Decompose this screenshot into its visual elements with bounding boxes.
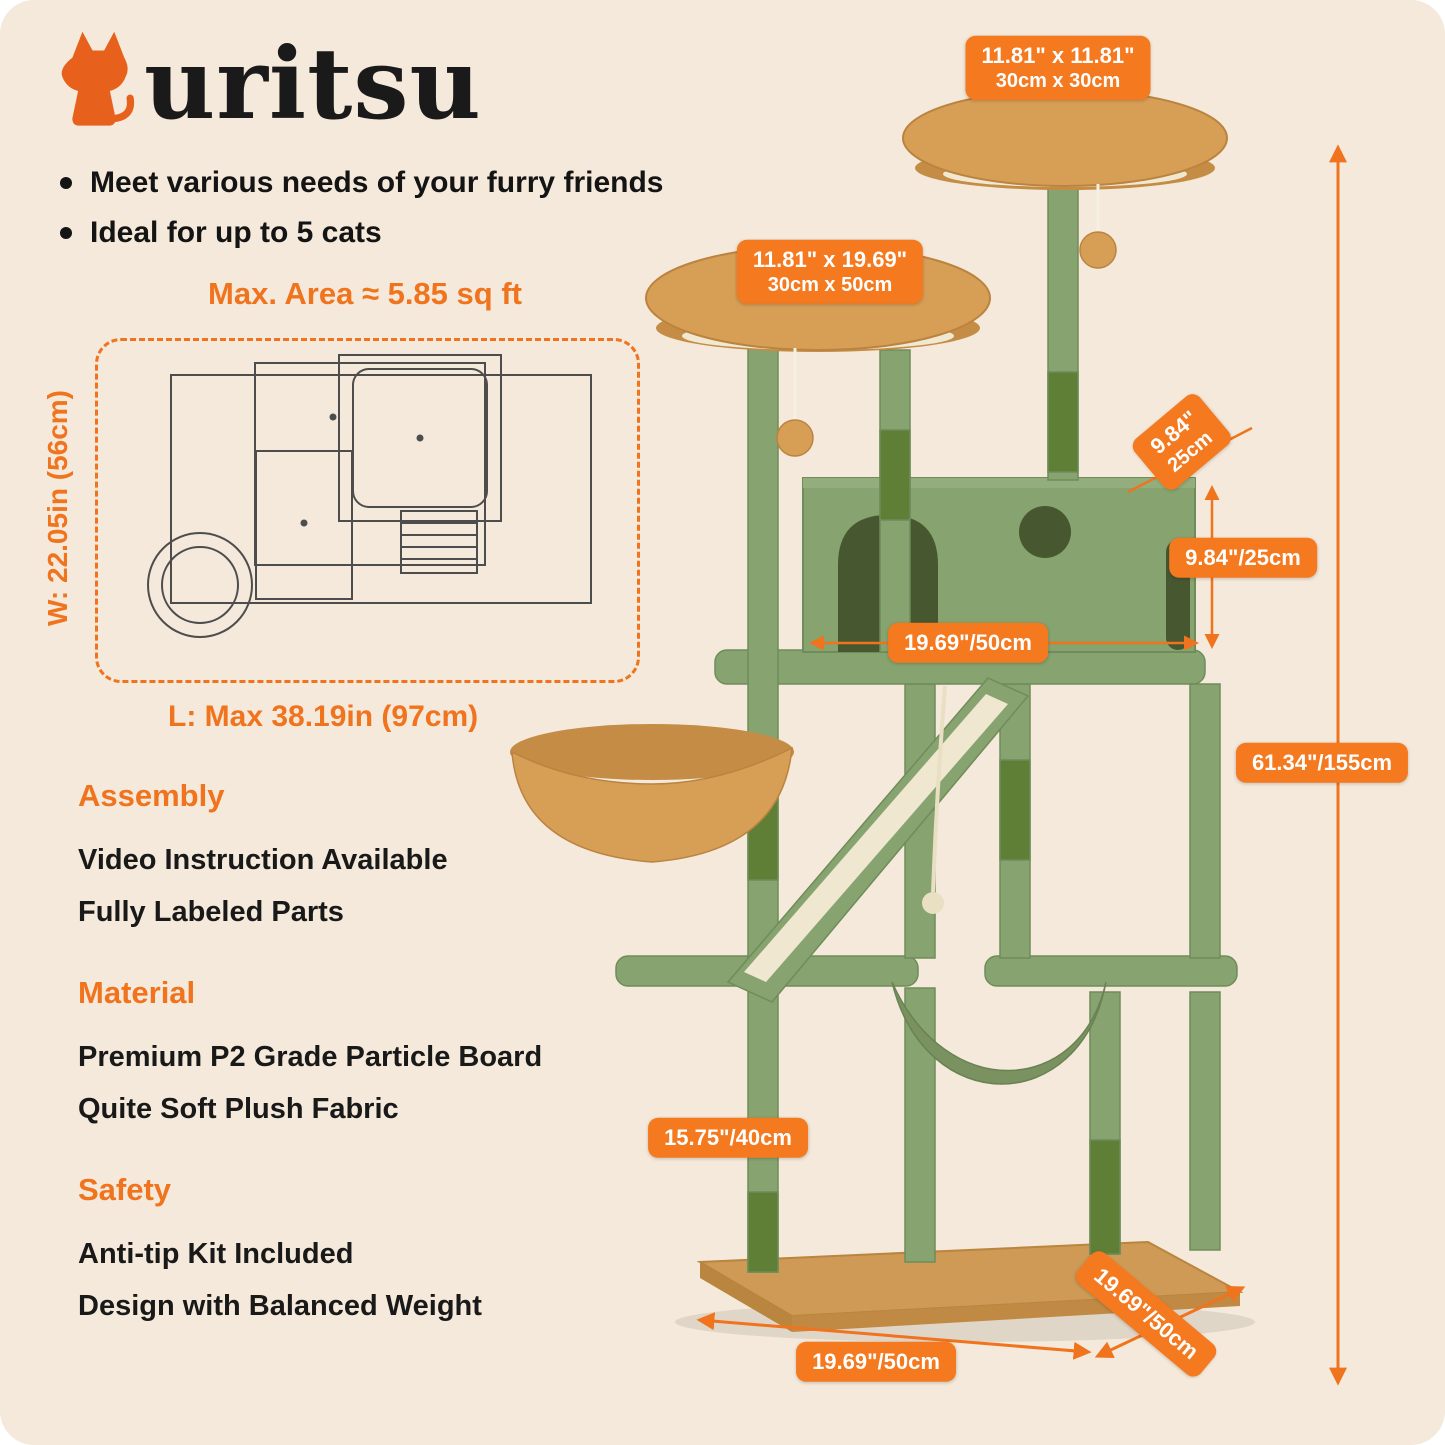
- bottom-posts: [747, 987, 1221, 1273]
- section-item: Design with Balanced Weight: [78, 1290, 482, 1322]
- dim-badge-condo-height: 9.84"/25cm: [1169, 537, 1317, 579]
- middle-platforms: [615, 955, 1238, 987]
- hanging-basket: [510, 724, 794, 863]
- scratch-ramp: [726, 677, 1030, 1003]
- dim-badge-top-perch: 11.81" x 11.81" 30cm x 30cm: [965, 35, 1151, 101]
- section-safety: Safety Anti-tip Kit Included Design with…: [78, 1172, 482, 1332]
- section-heading: Material: [78, 975, 196, 1010]
- brand-wordmark: uritsu: [144, 26, 482, 142]
- max-area-label: Max. Area ≈ 5.85 sq ft: [208, 276, 522, 311]
- dim-value: 11.81" x 11.81": [981, 42, 1135, 68]
- top-perch: [902, 89, 1228, 269]
- rope-toy: [922, 685, 947, 914]
- condo-round-hole: [1019, 506, 1071, 558]
- section-material: Material Premium P2 Grade Particle Board…: [78, 975, 542, 1135]
- section-item: Anti-tip Kit Included: [78, 1238, 354, 1270]
- dim-badge-total-height: 61.34"/155cm: [1235, 742, 1409, 784]
- section-assembly: Assembly Video Instruction Available Ful…: [78, 778, 448, 938]
- pompom-toy: [776, 419, 814, 457]
- bullet-dot-icon: [60, 227, 72, 239]
- dim-value: 30cm x 50cm: [767, 274, 893, 297]
- floorplan-drawing: [147, 354, 592, 638]
- section-item: Video Instruction Available: [78, 844, 448, 876]
- brand-logo: uritsu: [48, 26, 482, 142]
- floorplan-length-label: L: Max 38.19in (97cm): [168, 700, 479, 733]
- section-item: Quite Soft Plush Fabric: [78, 1093, 399, 1125]
- dim-value: 11.81" x 19.69": [752, 246, 908, 272]
- dim-badge-second-perch: 11.81" x 19.69" 30cm x 50cm: [736, 239, 924, 305]
- dim-badge-condo-width: 19.69"/50cm: [888, 622, 1048, 664]
- hammock: [891, 981, 1107, 1085]
- feature-bullet: Meet various needs of your furry friends: [60, 166, 663, 200]
- dim-badge-base-width: 19.69"/50cm: [796, 1341, 956, 1383]
- feature-text: Meet various needs of your furry friends: [90, 166, 664, 199]
- cat-icon: [61, 31, 135, 126]
- dim-value: 30cm x 30cm: [995, 70, 1121, 93]
- section-heading: Safety: [78, 1172, 172, 1207]
- bullet-dot-icon: [60, 177, 72, 189]
- section-heading: Assembly: [78, 778, 225, 813]
- floorplan-box: [95, 338, 640, 683]
- dim-badge-lower-post: 15.75"/40cm: [648, 1117, 808, 1159]
- feature-bullet: Ideal for up to 5 cats: [60, 216, 382, 250]
- section-item: Fully Labeled Parts: [78, 896, 344, 928]
- section-item: Premium P2 Grade Particle Board: [78, 1041, 543, 1073]
- feature-text: Ideal for up to 5 cats: [90, 216, 382, 249]
- floorplan-width-label: W: 22.05in (56cm): [42, 389, 73, 627]
- pompom-toy: [1079, 231, 1117, 269]
